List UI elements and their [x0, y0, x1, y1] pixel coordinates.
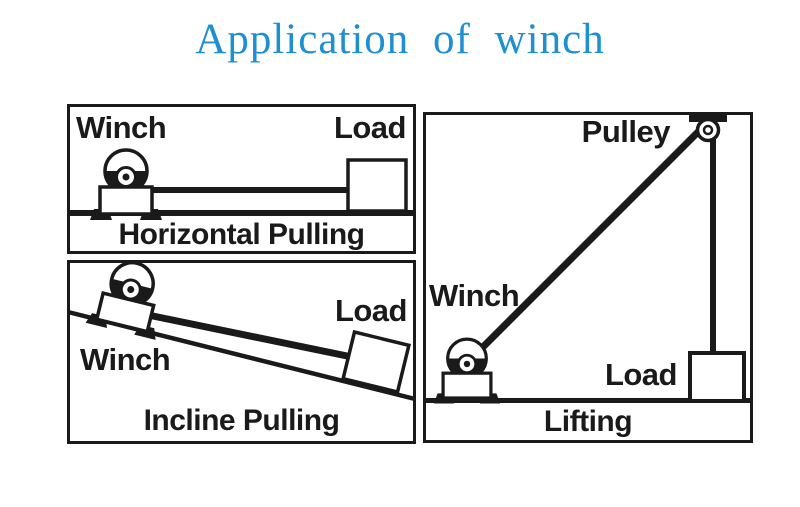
incline-caption: Incline Pulling: [143, 404, 340, 437]
rope-incline: [147, 311, 353, 361]
horizontal-winch-label: Winch: [76, 110, 167, 145]
horizontal-load-label: Load: [333, 110, 407, 145]
lifting-load-label: Load: [604, 357, 678, 392]
load-box-icon: [688, 351, 746, 403]
winch-drum-icon: [88, 148, 164, 222]
pulley-mount-bar: [689, 112, 727, 122]
load-box-icon: [340, 329, 412, 395]
lifting-pulley-label: Pulley: [581, 114, 671, 149]
rope-diagonal: [475, 124, 706, 355]
incline-load-label: Load: [334, 293, 408, 328]
horizontal-caption: Horizontal Pulling: [118, 218, 366, 251]
lifting-caption: Lifting: [543, 405, 633, 438]
load-box-icon: [346, 158, 408, 213]
incline-winch-label: Winch: [80, 342, 171, 377]
lifting-winch-label: Winch: [429, 278, 520, 313]
pulley-hub: [702, 124, 714, 136]
page-title: Application of winch: [195, 16, 605, 63]
winch-drum-icon: [432, 337, 502, 406]
winch-drum-icon: [83, 253, 174, 342]
